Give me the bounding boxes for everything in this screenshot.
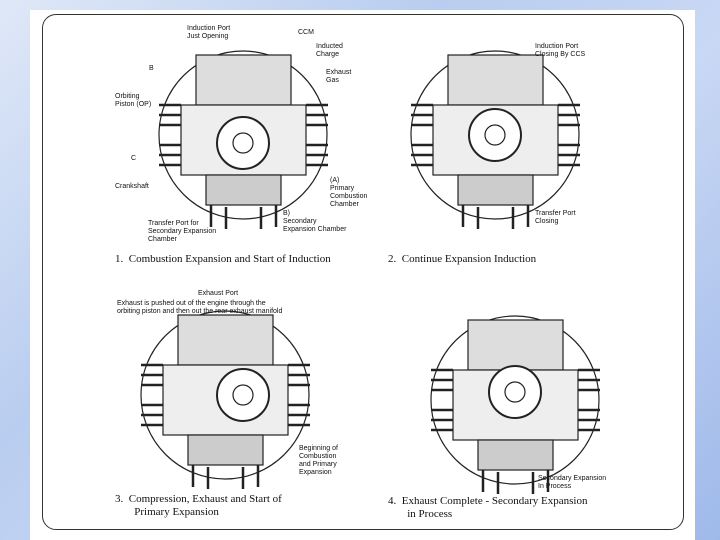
callout-beginning-combustion: Beginning of Combustion and Primary Expa… [299,445,338,476]
callout-c: C [131,155,137,162]
callout-crankshaft: Crankshaft [115,183,149,190]
callout-secondary-chamber: B) Secondary Expansion Chamber [283,210,347,233]
callout-exhaust-description: Exhaust is pushed out of the engine thro… [117,300,283,315]
callout-primary-chamber: (A) Primary Combustion Chamber [330,177,368,208]
callout-transfer-port-closing: Transfer Port Closing [535,210,576,225]
engine-diagram-3 [140,310,310,489]
callout-orbiting-piston: Orbiting Piston (OP) [115,93,152,108]
caption-step-4: 4. Exhaust Complete - Secondary Expansio… [388,495,588,520]
callout-induction-port-closing: Induction Port Closing By CCS [535,43,586,58]
callout-ccm: CCM [298,29,314,36]
callout-transfer-port: Transfer Port for Secondary Expansion Ch… [148,220,217,243]
callout-exhaust-port: Exhaust Port [198,290,239,297]
slide-card: Induction Port Just Opening CCM Inducted… [30,10,695,540]
callout-secondary-expansion: Secondary Expansion In Process [538,475,607,490]
callout-exhaust-gas: Exhaust Gas [326,69,352,84]
engine-diagram-1 [158,50,328,229]
diagram-frame: Induction Port Just Opening CCM Inducted… [42,14,684,530]
engine-diagram-4 [430,315,600,494]
callout-inducted-charge: Inducted Charge [316,43,343,58]
callout-b: B [149,65,154,72]
engine-diagram-2 [410,50,580,229]
caption-step-2: 2. Continue Expansion Induction [388,253,537,265]
caption-step-1: 1. Combustion Expansion and Start of Ind… [115,253,331,265]
caption-step-3: 3. Compression, Exhaust and Start of Pri… [115,493,282,518]
callout-induction-port-opening: Induction Port Just Opening [187,25,231,40]
